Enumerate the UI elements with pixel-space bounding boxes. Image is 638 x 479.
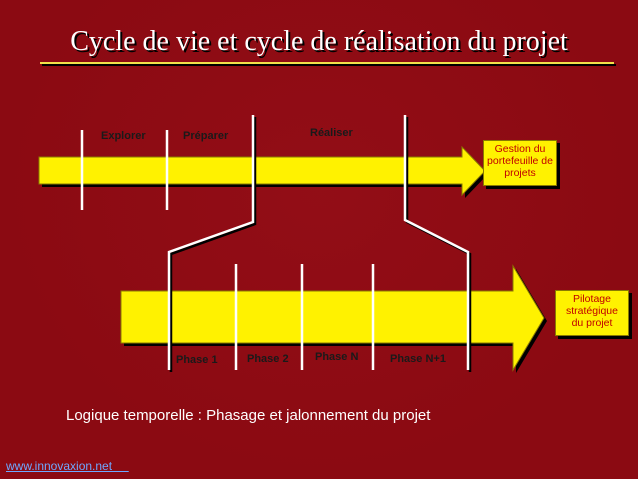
slide-title: Cycle de vie et cycle de réalisation du …	[70, 26, 568, 57]
stage-label-explorer: Explorer	[101, 130, 146, 142]
phase-label-2: Phase 2	[247, 353, 289, 365]
website-link[interactable]: www.innovaxion.net	[6, 459, 129, 473]
callout-portfolio-management: Gestion du portefeuille de projets	[483, 140, 557, 186]
callout-strategic-steering: Pilotage stratégique du projet	[555, 290, 629, 336]
lifecycle-arrow	[38, 145, 486, 197]
phase-label-n: Phase N	[315, 351, 359, 363]
temporal-logic-caption: Logique temporelle : Phasage et jalonnem…	[66, 407, 431, 424]
realisation-bracket-left	[167, 115, 255, 370]
stage-label-preparer: Préparer	[183, 130, 229, 142]
title-underline	[40, 62, 614, 64]
realisation-bracket-right	[403, 115, 470, 370]
phase-label-n-plus-1: Phase N+1	[390, 353, 446, 365]
stage-label-realiser: Réaliser	[310, 127, 353, 139]
realisation-arrow	[120, 264, 545, 372]
phase-label-1: Phase 1	[176, 354, 218, 366]
